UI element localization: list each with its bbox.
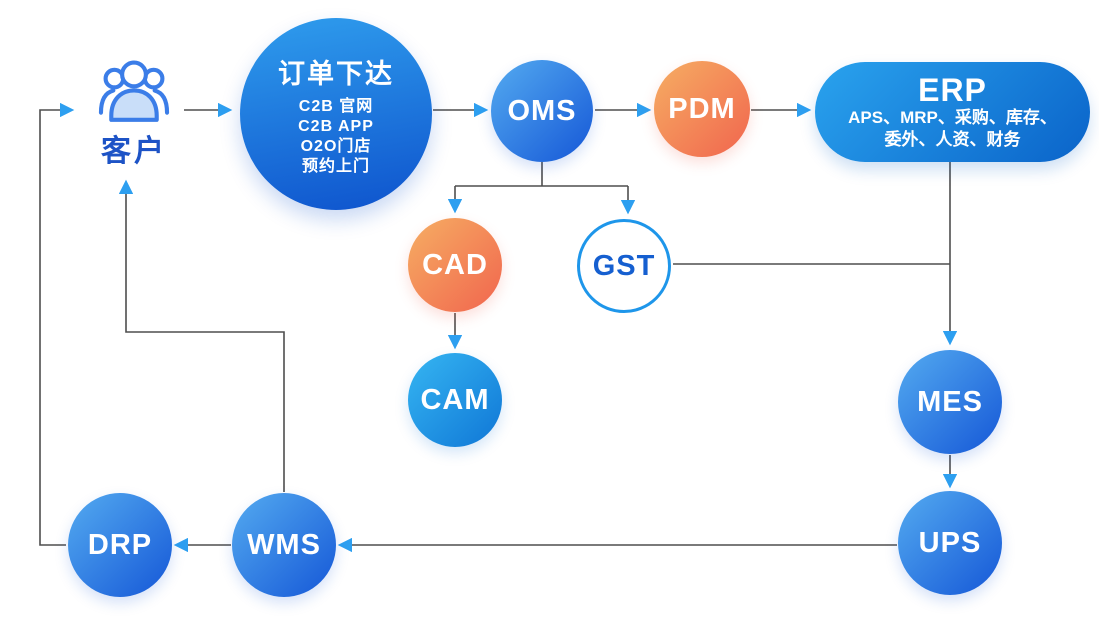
node-oms: OMS (491, 60, 593, 162)
node-customer: 客户 (88, 60, 180, 172)
order-channel-c2b-web: C2B 官网 (298, 97, 374, 115)
node-cad: CAD (408, 218, 502, 312)
edge-wms-to-customer (118, 179, 285, 492)
node-order: 订单下达 C2B 官网 C2B APP O2O门店 预约上门 (240, 18, 432, 210)
node-gst: GST (577, 219, 671, 313)
node-mes: MES (898, 350, 1002, 454)
customers-icon (98, 60, 170, 122)
order-channel-c2b-app: C2B APP (298, 117, 374, 135)
node-wms: WMS (232, 493, 336, 597)
center-person-head (120, 60, 148, 89)
erp-modules-line1: APS、MRP、采购、库存、 (848, 108, 1057, 127)
center-person-body (109, 88, 159, 122)
customer-label: 客户 (101, 135, 167, 168)
node-cam: CAM (408, 353, 502, 447)
node-ups: UPS (898, 491, 1002, 595)
node-drp: DRP (68, 493, 172, 597)
edge-drp-to-customer (39, 102, 75, 546)
left-person-shoulder (98, 88, 116, 115)
right-person-shoulder (152, 88, 170, 115)
node-erp: ERP APS、MRP、采购、库存、 委外、人资、财务 (815, 62, 1090, 162)
order-title: 订单下达 (278, 58, 394, 89)
node-pdm: PDM (654, 61, 750, 157)
order-channel-appointment: 预约上门 (301, 157, 370, 175)
erp-modules-line2: 委外、人资、财务 (884, 130, 1021, 149)
erp-title: ERP (918, 72, 987, 108)
order-channel-o2o-store: O2O门店 (300, 137, 372, 155)
